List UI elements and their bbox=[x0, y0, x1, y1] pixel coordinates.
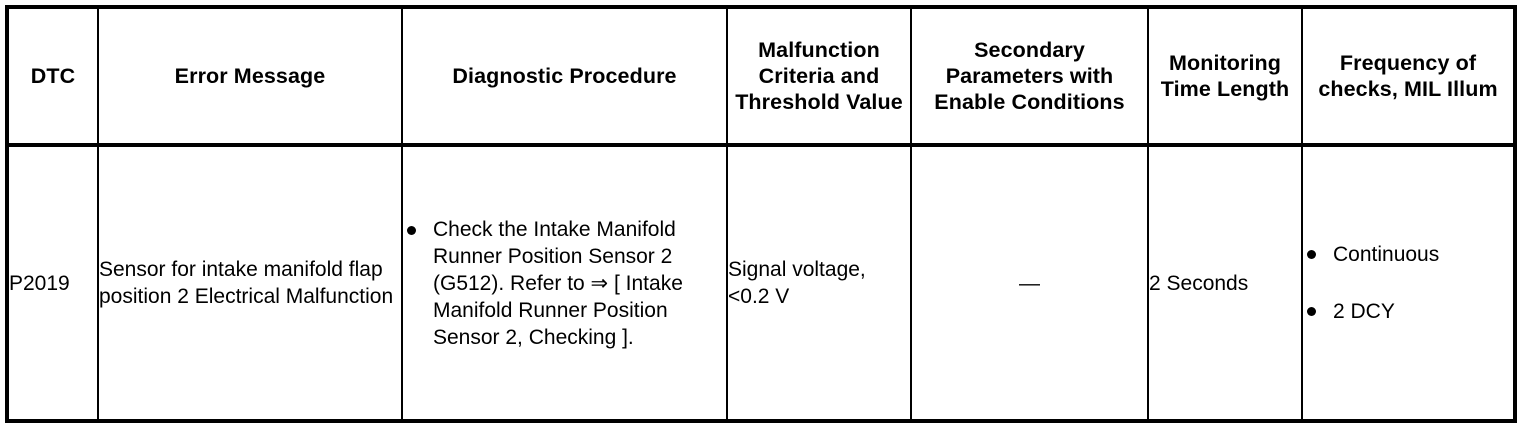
cell-error-message: Sensor for intake manifold flap position… bbox=[97, 145, 403, 421]
list-item: 2 DCY bbox=[1303, 298, 1513, 325]
column-header-frequency-of-checks: Frequency of checks, MIL Illum bbox=[1301, 7, 1516, 147]
diagnostic-procedure-list: Check the Intake Manifold Runner Positio… bbox=[403, 216, 726, 351]
column-header-monitoring-time-length: Monitoring Time Length bbox=[1147, 7, 1303, 147]
column-header-secondary-parameters: Secondary Parameters with Enable Conditi… bbox=[910, 7, 1149, 147]
table-row: P2019 Sensor for intake manifold flap po… bbox=[6, 145, 1516, 421]
list-item: Continuous bbox=[1303, 241, 1513, 268]
table-header: DTC Error Message Diagnostic Procedure M… bbox=[6, 7, 1516, 147]
dtc-table: DTC Error Message Diagnostic Procedure M… bbox=[5, 5, 1517, 423]
cell-secondary-parameters: — bbox=[910, 145, 1149, 421]
empty-value-dash: — bbox=[1019, 271, 1040, 295]
cell-frequency-of-checks: Continuous 2 DCY bbox=[1301, 145, 1516, 421]
list-item: Check the Intake Manifold Runner Positio… bbox=[403, 216, 726, 351]
dtc-table-container: DTC Error Message Diagnostic Procedure M… bbox=[5, 5, 1517, 423]
frequency-of-checks-list: Continuous 2 DCY bbox=[1303, 241, 1513, 325]
column-header-malfunction-criteria: Malfunction Criteria and Threshold Value bbox=[726, 7, 912, 147]
cell-diagnostic-procedure: Check the Intake Manifold Runner Positio… bbox=[401, 145, 728, 421]
cell-malfunction-criteria: Signal voltage, <0.2 V bbox=[726, 145, 912, 421]
cell-dtc: P2019 bbox=[6, 145, 99, 421]
header-row: DTC Error Message Diagnostic Procedure M… bbox=[6, 7, 1516, 147]
column-header-diagnostic-procedure: Diagnostic Procedure bbox=[401, 7, 728, 147]
cell-monitoring-time-length: 2 Seconds bbox=[1147, 145, 1303, 421]
table-body: P2019 Sensor for intake manifold flap po… bbox=[6, 145, 1516, 421]
column-header-error-message: Error Message bbox=[97, 7, 403, 147]
column-header-dtc: DTC bbox=[6, 7, 99, 147]
